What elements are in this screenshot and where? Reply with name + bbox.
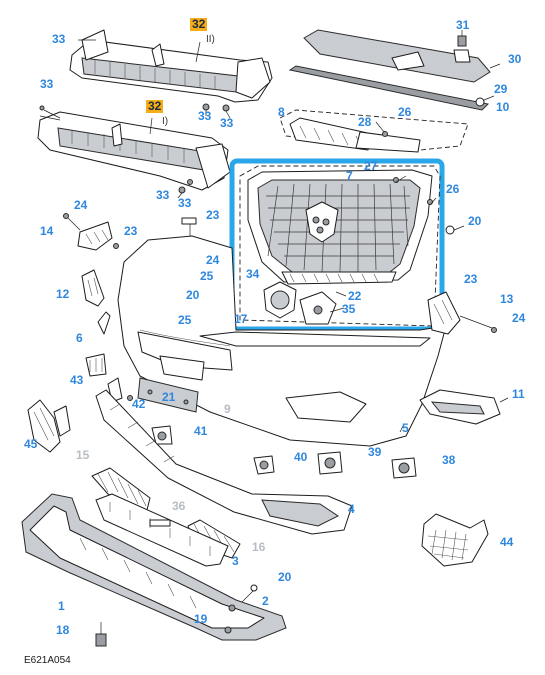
callout-42: 42 [132,397,146,411]
guide-bracket-12 [81,269,105,307]
callout-21: 21 [162,390,176,404]
fog-lamp-bezel-right [419,389,509,425]
callout-38: 38 [442,453,456,467]
variant-note-upper: II) [206,34,215,45]
callout-24: 24 [206,253,220,267]
fixing-clip-upper-right [445,225,465,235]
callout-27: 27 [364,159,378,173]
tow-hook-cover [27,399,71,453]
callout-41: 41 [194,424,208,438]
engine-undertray [21,493,287,641]
figure-code: E621A054 [24,655,71,666]
callout-30: 30 [508,52,522,66]
sensor-holder-39 [317,451,343,475]
grille-support-assembly [279,109,469,153]
grille-mesh [266,183,410,273]
undertray-fasteners [95,584,258,647]
side-bracket-left [63,213,119,251]
callout-23: 23 [206,208,220,222]
callout-33: 33 [52,32,66,46]
callout-45: 45 [24,437,38,451]
callout-33: 33 [198,109,212,123]
variant-note-lower: I) [162,116,169,127]
callout-32-highlighted: 32 [190,17,208,31]
callout-32-highlighted: 32 [146,99,164,113]
callout-20: 20 [468,214,482,228]
radiator-upper-cover [303,29,501,83]
front-bumper-cover [117,235,447,447]
callout-26: 26 [446,182,460,196]
callout-14: 14 [40,224,54,238]
callout-28: 28 [358,115,372,129]
sensor-holder-40 [253,455,275,475]
callout-20: 20 [278,570,292,584]
lower-lip-spoiler [95,389,353,535]
callout-24: 24 [74,198,88,212]
callout-13: 13 [500,292,514,306]
callout-26: 26 [398,105,412,119]
callout-33: 33 [156,188,170,202]
callout-5: 5 [402,421,409,435]
bumper-beam-lower [37,111,231,199]
sensor-holder-38 [391,457,417,479]
callout-31: 31 [456,18,470,32]
callout-35: 35 [342,302,356,316]
callout-1: 1 [58,599,65,613]
bracket-43 [85,353,107,377]
callout-18: 18 [56,623,70,637]
grille-group [229,158,445,332]
callout-33: 33 [40,77,54,91]
callout-36: 36 [172,499,186,513]
callout-15: 15 [76,448,90,462]
callout-8: 8 [278,105,285,119]
callout-40: 40 [294,450,308,464]
callout-24: 24 [512,311,526,325]
callout-33: 33 [220,116,234,130]
callout-9: 9 [224,402,231,416]
seal-strip [288,65,495,111]
callout-11: 11 [512,387,525,401]
callout-23: 23 [124,224,138,238]
side-bracket-right [427,291,497,335]
bracket-6 [97,311,111,335]
callout-29: 29 [494,82,508,96]
callout-19: 19 [194,612,208,626]
bumper-beam-upper [69,29,273,119]
beam-fixing-screw [39,105,61,119]
lower-center-grille [95,493,229,567]
callout-20: 20 [186,288,200,302]
callout-33: 33 [178,196,192,210]
callout-43: 43 [70,373,84,387]
callout-10: 10 [496,100,510,114]
callout-22: 22 [348,289,362,303]
callout-2: 2 [262,594,269,608]
callout-25: 25 [178,313,192,327]
callout-16: 16 [252,540,266,554]
licence-plate-bracket [137,377,199,413]
callout-39: 39 [368,445,382,459]
callout-4: 4 [348,502,355,516]
callout-3: 3 [232,554,239,568]
callout-34: 34 [246,267,260,281]
callout-6: 6 [76,331,83,345]
lower-grille-15 [91,467,151,515]
fog-lamp-grille-right [421,513,489,567]
callout-23: 23 [464,272,478,286]
callout-7: 7 [346,169,353,183]
sensor-holder-41 [151,425,173,445]
callout-12: 12 [56,287,70,301]
callout-44: 44 [500,535,514,549]
callout-17: 17 [234,312,248,326]
callout-25: 25 [200,269,214,283]
